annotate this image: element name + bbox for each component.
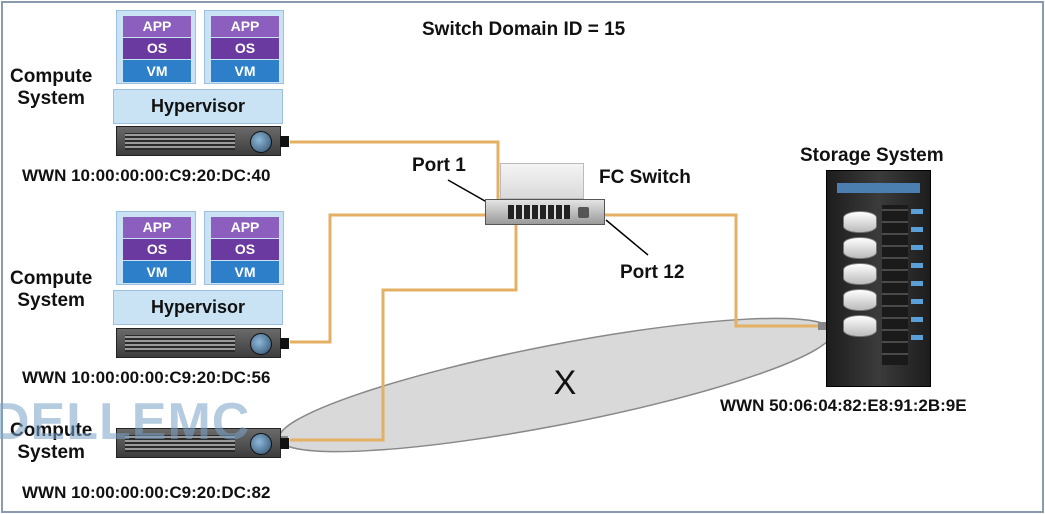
vm-2b: APP OS VM	[204, 211, 284, 285]
fc-switch-icon	[500, 163, 584, 199]
server-power-icon	[250, 433, 272, 455]
port12-pointer	[605, 219, 649, 256]
compute-system-label-2: Compute System	[10, 268, 93, 311]
os-layer: OS	[211, 239, 279, 260]
vm-1b: APP OS VM	[204, 10, 284, 84]
app-layer: APP	[123, 217, 191, 238]
switch-domain-title: Switch Domain ID = 15	[422, 19, 626, 40]
os-layer: OS	[211, 38, 279, 59]
wwn-server-3: WWN 10:00:00:00:C9:20:DC:82	[22, 483, 271, 502]
port1-pointer	[447, 179, 493, 206]
fc-switch-label: FC Switch	[599, 167, 691, 188]
hypervisor-1: Hypervisor	[113, 89, 283, 124]
wwn-server-2: WWN 10:00:00:00:C9:20:DC:56	[22, 368, 271, 387]
os-layer: OS	[123, 239, 191, 260]
wwn-storage: WWN 50:06:04:82:E8:91:2B:9E	[720, 396, 967, 415]
vm-layer: VM	[211, 261, 279, 283]
app-layer: APP	[211, 16, 279, 37]
vm-layer: VM	[123, 261, 191, 283]
port-1-label: Port 1	[412, 155, 466, 176]
zone-port-storage	[818, 322, 826, 330]
vm-2a: APP OS VM	[116, 211, 196, 285]
app-layer: APP	[123, 16, 191, 37]
compute-system-label-3: Compute System	[10, 420, 93, 463]
vm-layer: VM	[123, 60, 191, 82]
server-3	[116, 428, 289, 458]
storage-system-label: Storage System	[800, 145, 944, 166]
cable-server-3	[290, 225, 518, 442]
server-2	[116, 328, 289, 358]
os-layer: OS	[123, 38, 191, 59]
server-power-icon	[250, 131, 272, 153]
storage-array	[826, 170, 931, 387]
port-12-label: Port 12	[620, 262, 685, 283]
cable-server-2	[290, 213, 487, 344]
cable-storage	[604, 213, 826, 328]
dell-emc-logo: DELLEMC	[0, 393, 251, 451]
app-layer: APP	[211, 217, 279, 238]
server-1	[116, 126, 289, 156]
vm-1a: APP OS VM	[116, 10, 196, 84]
vm-layer: VM	[211, 60, 279, 82]
zone-label: X	[554, 364, 577, 402]
hypervisor-2: Hypervisor	[113, 290, 283, 325]
fc-switch	[485, 199, 605, 225]
compute-system-label-1: Compute System	[10, 66, 93, 109]
cable-server-1	[290, 140, 500, 200]
server-power-icon	[250, 333, 272, 355]
wwn-server-1: WWN 10:00:00:00:C9:20:DC:40	[22, 166, 271, 185]
